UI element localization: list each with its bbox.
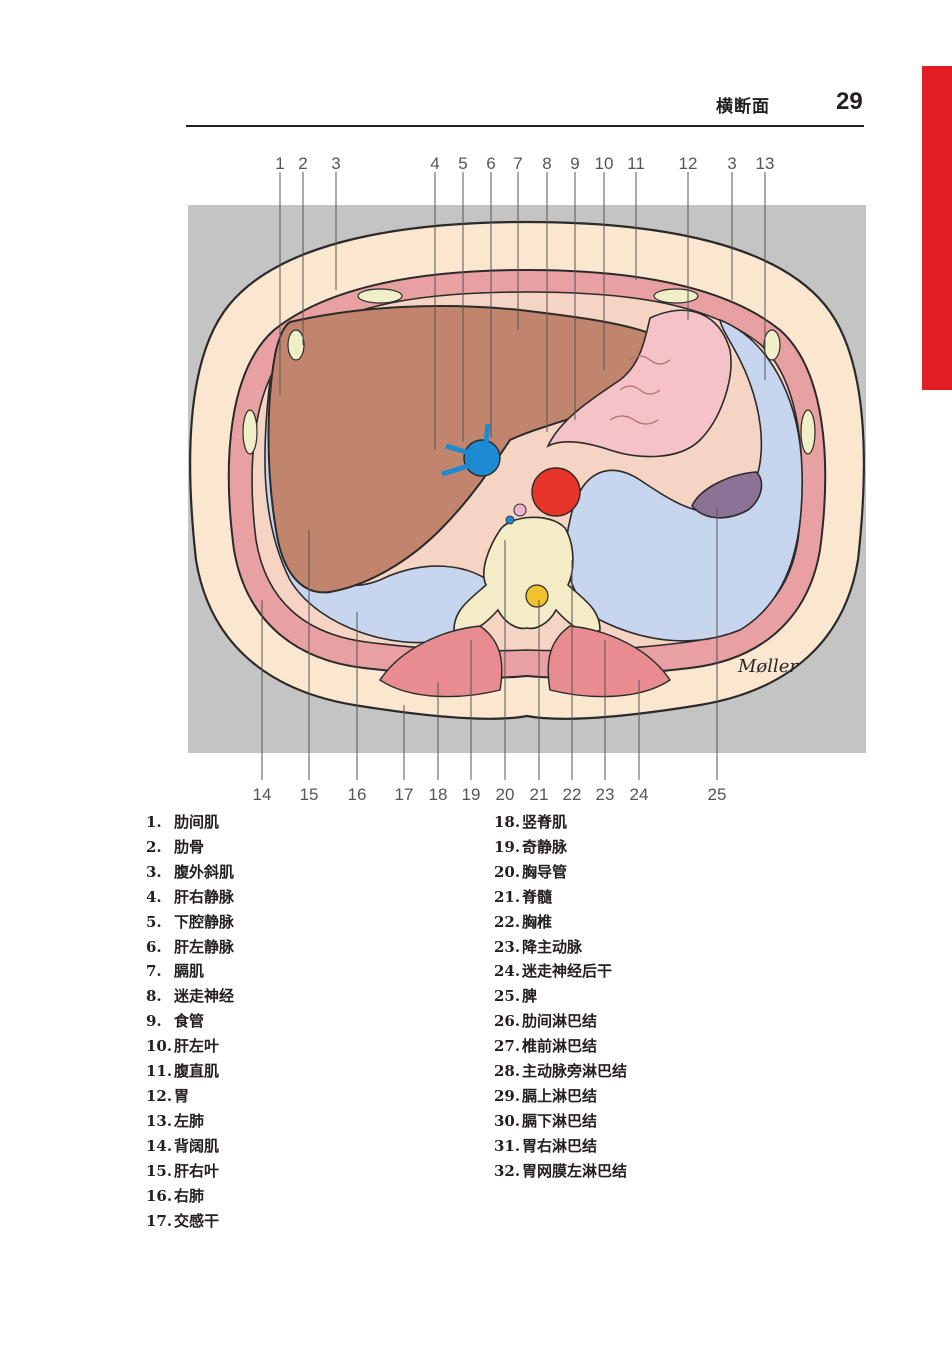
- legend-item: 3.腹外斜肌: [146, 862, 235, 881]
- figure-label: 8: [542, 154, 551, 173]
- figure-label: 19: [462, 785, 481, 804]
- rib: [653, 288, 699, 304]
- figure-label: 5: [458, 154, 467, 173]
- figure-label: 9: [570, 154, 579, 173]
- spinal-cord: [525, 584, 549, 608]
- figure-label: 7: [513, 154, 522, 173]
- figure-label: 15: [300, 785, 319, 804]
- figure-label: 3: [331, 154, 340, 173]
- legend-item: 23.降主动脉: [494, 937, 583, 956]
- figure-label: 14: [253, 785, 272, 804]
- figure-label: 4: [430, 154, 439, 173]
- legend-item: 17.交感干: [146, 1211, 220, 1230]
- descending-aorta: [531, 467, 581, 517]
- legend-left-column: 1.肋间肌 2.肋骨 3.腹外斜肌 4.肝右静脉 5.下腔静脉 6.肝左静脉 7…: [146, 810, 234, 1233]
- legend-item: 11.腹直肌: [146, 1062, 220, 1081]
- legend-item: 29.膈上淋巴结: [494, 1086, 598, 1105]
- anatomy-cross-section-figure: 1 2 3 4 5 6 7 8 9 10 11 12 3 13 14 15 16…: [188, 154, 866, 804]
- figure-label: 2: [298, 154, 307, 173]
- figure-label: 17: [395, 785, 414, 804]
- bottom-leader-lines: [261, 508, 718, 780]
- figure-label: 10: [595, 154, 614, 173]
- legend-item: 31.胃右淋巴结: [494, 1136, 598, 1155]
- bottom-number-labels: 14 15 16 17 18 19 20 21 22 23 24 25: [253, 785, 727, 804]
- legend-item: 12.胃: [146, 1086, 190, 1105]
- rib: [800, 409, 816, 455]
- figure-label: 21: [530, 785, 549, 804]
- figure-label: 24: [630, 785, 649, 804]
- page-number: 29: [836, 88, 863, 115]
- thoracic-vertebra: [453, 516, 601, 634]
- legend-item: 8.迷走神经: [146, 987, 235, 1006]
- figure-label: 25: [708, 785, 727, 804]
- figure-label: 1: [275, 154, 284, 173]
- legend-right-column: 18.竖脊肌 19.奇静脉 20.胸导管 21.脊髓 22.胸椎 23.降主动脉…: [494, 810, 627, 1184]
- top-leader-lines: [279, 172, 766, 450]
- legend-item: 2.肋骨: [146, 837, 205, 856]
- legend-item: 21.脊髓: [494, 887, 553, 906]
- figure-label: 13: [756, 154, 775, 173]
- legend-item: 15.肝右叶: [146, 1161, 220, 1180]
- legend-item: 20.胸导管: [494, 862, 568, 881]
- azygos-vein: [505, 515, 515, 525]
- legend-item: 27.椎前淋巴结: [494, 1037, 598, 1056]
- inferior-vena-cava: [463, 439, 501, 477]
- figure-label: 16: [348, 785, 367, 804]
- artist-signature: Møller: [737, 656, 799, 677]
- legend-item: 25.脾: [494, 987, 538, 1006]
- stomach: [546, 309, 732, 458]
- figure-label: 6: [486, 154, 495, 173]
- rib: [287, 329, 305, 361]
- legend-item: 28.主动脉旁淋巴结: [494, 1062, 628, 1081]
- legend-item: 10.肝左叶: [146, 1037, 220, 1056]
- legend-item: 9.食管: [146, 1012, 205, 1031]
- section-title: 横断面: [716, 97, 770, 117]
- figure-label: 3: [727, 154, 736, 173]
- stomach-rugae: [609, 355, 671, 425]
- chapter-tab: [922, 66, 952, 390]
- legend-item: 22.胸椎: [494, 912, 553, 931]
- figure-label: 12: [679, 154, 698, 173]
- hepatic-veins: [441, 423, 491, 477]
- legend-item: 14.背阔肌: [146, 1136, 220, 1155]
- legend-item: 4.肝右静脉: [146, 887, 235, 906]
- figure-label: 20: [496, 785, 515, 804]
- rib: [242, 409, 258, 455]
- figure-label: 11: [627, 154, 645, 173]
- legend-item: 18.竖脊肌: [494, 813, 568, 831]
- legend-item: 1.肋间肌: [146, 813, 220, 831]
- figure-label: 18: [429, 785, 448, 804]
- figure-label: 22: [563, 785, 582, 804]
- rib: [357, 288, 403, 304]
- legend-item: 7.膈肌: [146, 962, 205, 981]
- left-erector-spinae: [547, 625, 671, 698]
- thoracic-duct: [513, 503, 527, 517]
- legend-item: 5.下腔静脉: [146, 912, 235, 931]
- figure-label: 23: [596, 785, 615, 804]
- legend-item: 6.肝左静脉: [146, 937, 235, 956]
- header-rule: [186, 125, 864, 127]
- legend-item: 24.迷走神经后干: [494, 962, 613, 981]
- legend-item: 32.胃网膜左淋巴结: [494, 1161, 628, 1180]
- top-number-labels: 1 2 3 4 5 6 7 8 9 10 11 12 3 13: [275, 154, 774, 173]
- legend-item: 26.肋间淋巴结: [494, 1012, 598, 1031]
- legend-item: 19.奇静脉: [494, 837, 568, 856]
- legend-item: 16.右肺: [146, 1186, 205, 1205]
- legend-item: 13.左肺: [146, 1111, 205, 1130]
- rib: [763, 329, 781, 361]
- legend-item: 30.膈下淋巴结: [494, 1111, 598, 1130]
